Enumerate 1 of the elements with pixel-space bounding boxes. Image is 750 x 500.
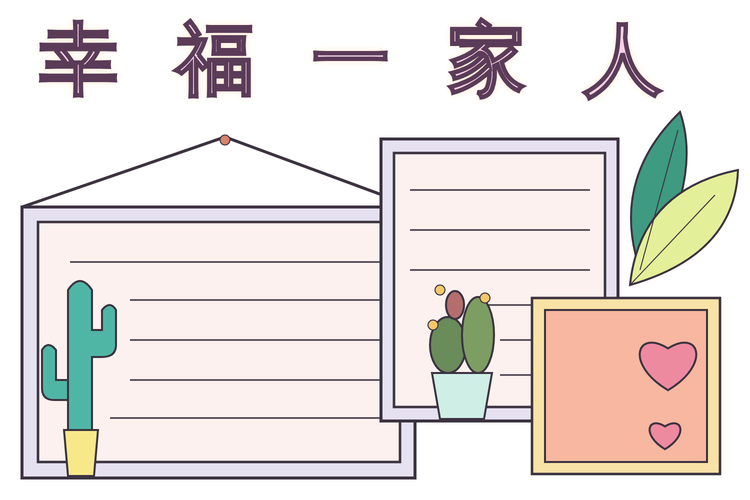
poster-title: 幸福一家人 <box>40 13 720 107</box>
